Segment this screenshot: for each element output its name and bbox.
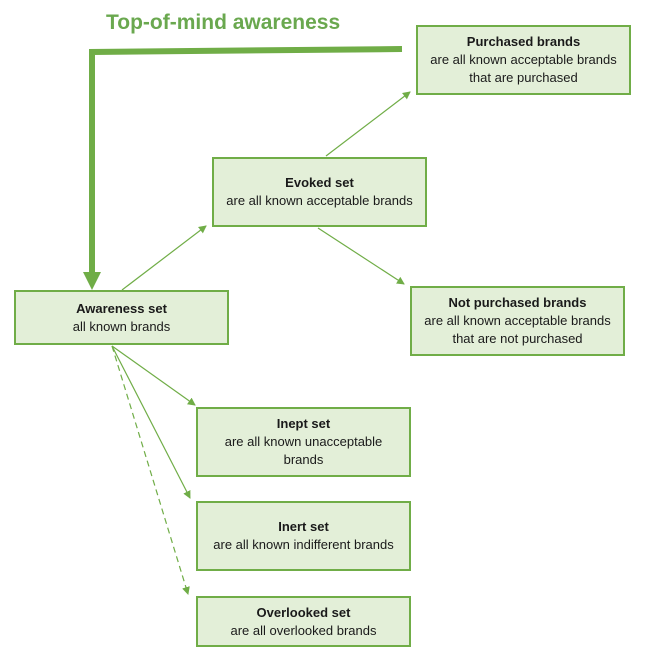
box-title: Inert set bbox=[278, 519, 329, 534]
box-title: Inept set bbox=[276, 416, 331, 431]
arrow-evoked-to-purchased bbox=[325, 91, 411, 157]
box-description: are all known unacceptable brands bbox=[224, 434, 383, 467]
arrow-evoked-to-not-purchased bbox=[317, 227, 405, 285]
awareness-set-box: Awareness set all known brands bbox=[14, 290, 229, 345]
box-title: Awareness set bbox=[76, 300, 167, 316]
box-description: are all known acceptable brands that are… bbox=[424, 313, 611, 346]
box-title: Purchased brands bbox=[466, 34, 581, 49]
purchased-brands-box: Purchased brands are all known acceptabl… bbox=[416, 25, 631, 95]
arrow-awareness-to-inert bbox=[111, 345, 191, 499]
box-description: are all known acceptable brands bbox=[226, 193, 413, 208]
top-of-mind-arrowhead bbox=[83, 272, 101, 290]
top-of-mind-arrow bbox=[89, 46, 403, 276]
box-description: are all overlooked brands bbox=[230, 622, 377, 638]
diagram-title: Top-of-mind awareness bbox=[106, 11, 341, 34]
box-title: Evoked set bbox=[285, 175, 354, 190]
box-description: are all known acceptable brands that are… bbox=[430, 52, 617, 85]
box-description: are all known indifferent brands bbox=[213, 537, 394, 552]
arrow-awareness-to-evoked bbox=[121, 225, 207, 291]
not-purchased-brands-box: Not purchased brands are all known accep… bbox=[410, 286, 625, 356]
inert-set-box: Inert set are all known indifferent bran… bbox=[196, 501, 411, 571]
box-title: Overlooked set bbox=[256, 604, 351, 620]
evoked-set-box: Evoked set are all known acceptable bran… bbox=[212, 157, 427, 227]
arrow-awareness-to-overlooked bbox=[111, 345, 190, 595]
inept-set-box: Inept set are all known unacceptable bra… bbox=[196, 407, 411, 477]
overlooked-set-box: Overlooked set are all overlooked brands bbox=[196, 596, 411, 647]
box-description: all known brands bbox=[72, 318, 171, 334]
box-title: Not purchased brands bbox=[448, 295, 587, 310]
arrow-awareness-to-inept bbox=[111, 345, 196, 406]
